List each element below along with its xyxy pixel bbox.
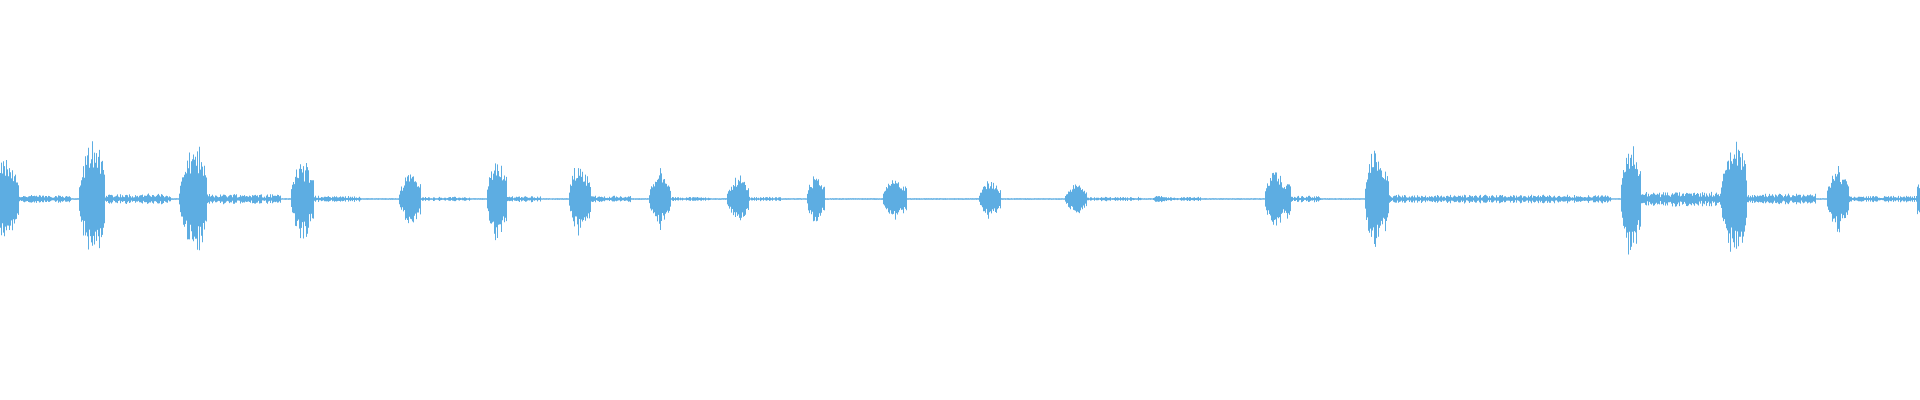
waveform-peaks: [0, 141, 1920, 255]
waveform-signal: [0, 141, 1920, 255]
